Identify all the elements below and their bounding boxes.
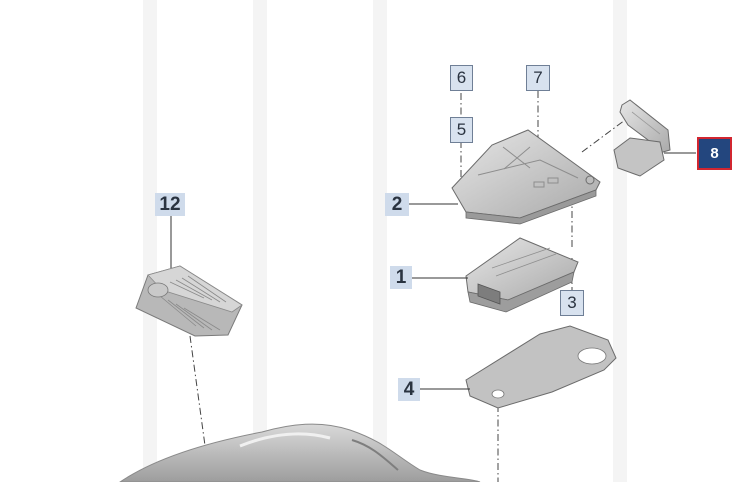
part-12-control-unit [135, 265, 243, 337]
callout-2[interactable]: 2 [385, 193, 409, 216]
callout-3[interactable]: 3 [560, 290, 584, 316]
callout-6[interactable]: 6 [450, 65, 473, 91]
callout-12[interactable]: 12 [155, 193, 185, 216]
background-streaks [143, 0, 627, 482]
callout-7[interactable]: 7 [526, 65, 550, 91]
callout-4[interactable]: 4 [398, 378, 420, 401]
part-2-bracket [451, 129, 601, 225]
part-8-cable-duct [613, 99, 671, 177]
callout-5[interactable]: 5 [450, 117, 473, 143]
leader-lines [170, 152, 696, 390]
part-4-pad [465, 325, 617, 409]
callout-1[interactable]: 1 [390, 266, 412, 289]
callout-8-selected[interactable]: 8 [697, 137, 732, 170]
vehicle-floor-panel [119, 423, 481, 482]
part-1-module [465, 237, 579, 313]
